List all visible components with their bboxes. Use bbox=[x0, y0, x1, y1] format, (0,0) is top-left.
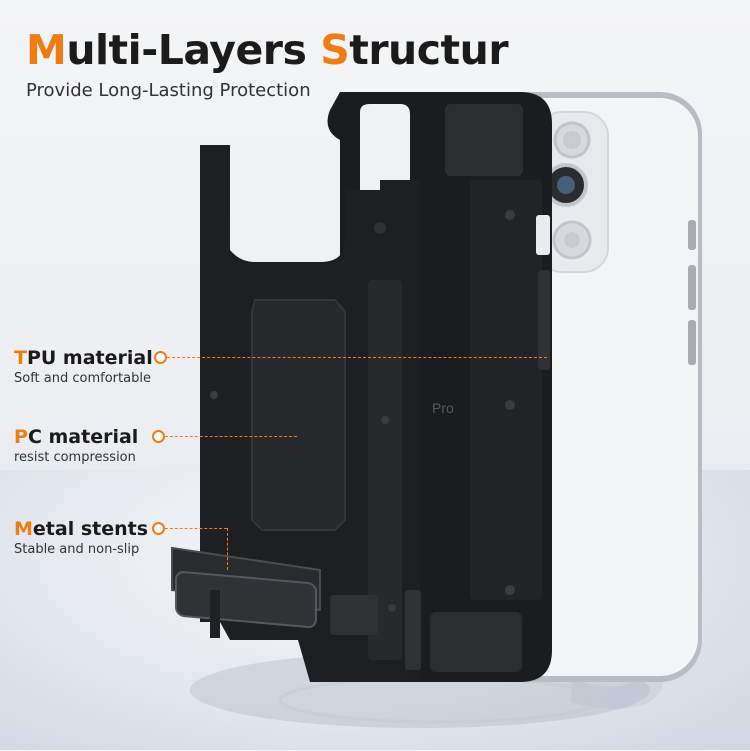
feature-description: Stable and non-slip bbox=[14, 542, 140, 557]
metal-kickstand bbox=[171, 546, 321, 638]
button-cover bbox=[538, 270, 550, 370]
feature-name: Metal stents bbox=[14, 518, 149, 540]
phone-model-text: Pro bbox=[432, 400, 454, 416]
grip-texture bbox=[330, 595, 378, 635]
side-button bbox=[688, 220, 696, 250]
feature-tpu-material: TPU material Soft and comfortable bbox=[14, 347, 153, 386]
side-button bbox=[688, 320, 696, 365]
callout-dot bbox=[152, 430, 165, 443]
feature-name: PC material bbox=[14, 426, 139, 448]
feature-metal-stents: Metal stents Stable and non-slip bbox=[14, 518, 148, 557]
callout-dot bbox=[152, 522, 165, 535]
page-title: Multi-Layers Structur bbox=[26, 26, 509, 74]
page-subtitle: Provide Long-Lasting Protection bbox=[26, 80, 311, 101]
grip-texture bbox=[430, 612, 522, 672]
pc-shell bbox=[200, 145, 421, 682]
grip-texture bbox=[405, 590, 421, 670]
grip-texture bbox=[445, 104, 523, 176]
callout-line bbox=[227, 528, 228, 570]
button-cover bbox=[536, 215, 550, 255]
callout-line bbox=[165, 528, 227, 529]
callout-dot bbox=[154, 351, 167, 364]
feature-description: Soft and comfortable bbox=[14, 371, 151, 386]
feature-pc-material: PC material resist compression bbox=[14, 426, 138, 465]
callout-line bbox=[165, 436, 297, 437]
feature-description: resist compression bbox=[14, 450, 136, 465]
callout-line bbox=[167, 357, 547, 358]
feature-name: TPU material bbox=[14, 347, 153, 369]
side-button bbox=[688, 265, 696, 310]
